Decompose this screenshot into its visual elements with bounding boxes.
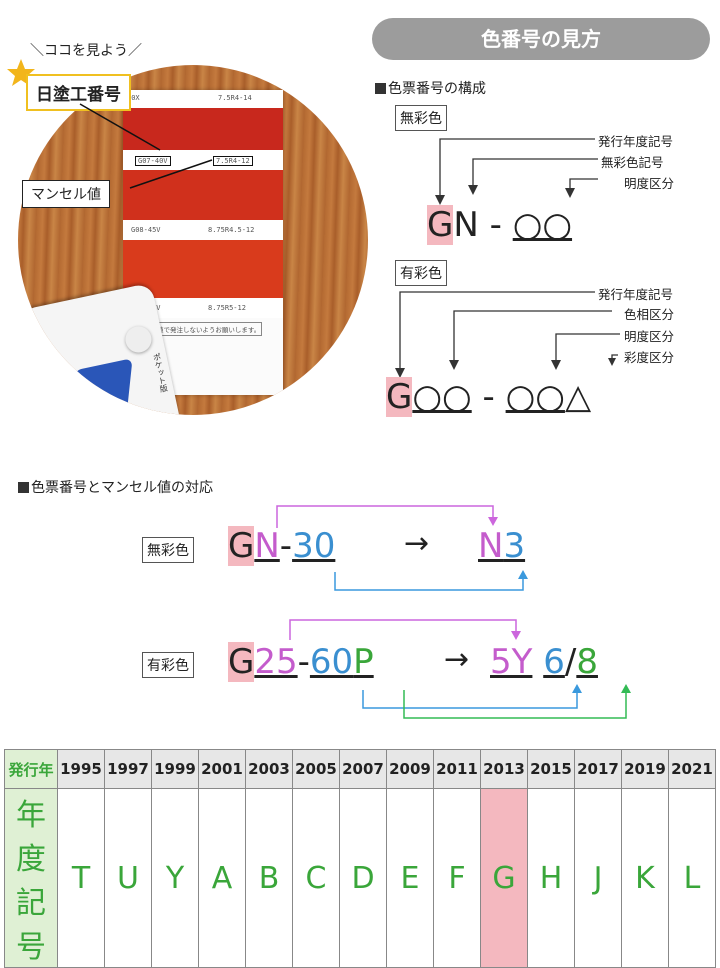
composition-heading: 色票番号の構成 [375, 78, 486, 98]
achromatic-label-bottom: 無彩色 [142, 537, 194, 563]
year-cell: 2009 [386, 749, 434, 789]
ach-label-year: 発行年度記号 [598, 134, 674, 149]
letter-cell: H [527, 788, 575, 968]
look-here-note: ＼ココを見よう／ [30, 43, 142, 59]
letter-cell: T [57, 788, 105, 968]
chromatic-arrow: → [444, 642, 470, 677]
letter-row: 年度記号 T U Y A B C D E F G H J K L [4, 788, 716, 968]
booklet-label: ポケット版 [151, 352, 169, 394]
chromatic-label-top: 有彩色 [395, 260, 447, 286]
letter-cell: C [292, 788, 340, 968]
correspondence-arrows [276, 505, 631, 719]
chr-label-year: 発行年度記号 [598, 287, 674, 302]
callout-nittoko-number: 日塗工番号 [26, 74, 131, 111]
year-cell: 2019 [621, 749, 669, 789]
letter-row-header: 年度記号 [4, 788, 58, 968]
year-code-table: 発行年 1995 1997 1999 2001 2003 2005 2007 2… [4, 749, 716, 968]
year-cell: 2005 [292, 749, 340, 789]
ach-label-lightness: 明度区分 [624, 176, 675, 191]
letter-cell: K [621, 788, 669, 968]
chip-code-2: G07-40V [135, 156, 171, 166]
achromatic-arrow: → [404, 526, 430, 561]
composition-arrows [395, 138, 620, 378]
chr-label-hue: 色相区分 [624, 307, 675, 322]
chip-code-1: 40X [127, 94, 140, 102]
ach-label-achromatic: 無彩色記号 [601, 155, 664, 170]
photo-leader-lines [79, 103, 213, 189]
achromatic-code: GN - ○○ [427, 205, 573, 245]
year-cell: 2001 [198, 749, 246, 789]
year-cell: 2007 [339, 749, 387, 789]
year-cell: 1999 [151, 749, 199, 789]
howto-title: 色番号の見方 [372, 18, 710, 60]
letter-cell: A [198, 788, 246, 968]
letter-cell: U [104, 788, 152, 968]
chip-code-3: G08-45V [131, 226, 161, 234]
letter-cell: B [245, 788, 293, 968]
letter-cell: E [386, 788, 434, 968]
chromatic-result: 5Y 6/8 [490, 642, 598, 682]
letter-cell: J [574, 788, 622, 968]
letter-cell: Y [151, 788, 199, 968]
letter-cell-highlight: G [480, 788, 528, 968]
year-cell: 1995 [57, 749, 105, 789]
chip-munsell-4: 8.75R5-12 [208, 304, 246, 312]
achromatic-example: GN-30 [228, 526, 336, 566]
chr-label-lightness: 明度区分 [624, 329, 675, 344]
year-cell: 2013 [480, 749, 528, 789]
achromatic-label-top: 無彩色 [395, 105, 447, 131]
year-row: 発行年 1995 1997 1999 2001 2003 2005 2007 2… [4, 749, 716, 789]
letter-cell: F [433, 788, 481, 968]
year-cell: 2017 [574, 749, 622, 789]
correspondence-heading: 色票番号とマンセル値の対応 [18, 477, 213, 497]
year-cell: 2021 [668, 749, 716, 789]
callout-munsell: マンセル値 [22, 180, 110, 208]
year-cell: 1997 [104, 749, 152, 789]
chr-label-chroma: 彩度区分 [624, 350, 675, 365]
chip-munsell-3: 8.75R4.5-12 [208, 226, 255, 234]
year-cell: 2015 [527, 749, 575, 789]
letter-cell: D [339, 788, 387, 968]
paint-chip-photo: 40X 7.5R4-14 G07-40V 7.5R4-12 G08-45V 8.… [18, 65, 368, 415]
star-icon [7, 59, 35, 86]
achromatic-result: N3 [478, 526, 526, 566]
chromatic-example: G25-60P [228, 642, 374, 682]
chromatic-label-bottom: 有彩色 [142, 652, 194, 678]
year-cell: 2011 [433, 749, 481, 789]
color-chip-card: 40X 7.5R4-14 G07-40V 7.5R4-12 G08-45V 8.… [123, 90, 283, 395]
year-row-header: 発行年 [4, 749, 58, 789]
chromatic-code: G○○ - ○○△ [386, 377, 592, 417]
year-cell: 2003 [245, 749, 293, 789]
letter-cell: L [668, 788, 716, 968]
chip-munsell-1: 7.5R4-14 [218, 94, 252, 102]
chip-munsell-2: 7.5R4-12 [213, 156, 253, 166]
